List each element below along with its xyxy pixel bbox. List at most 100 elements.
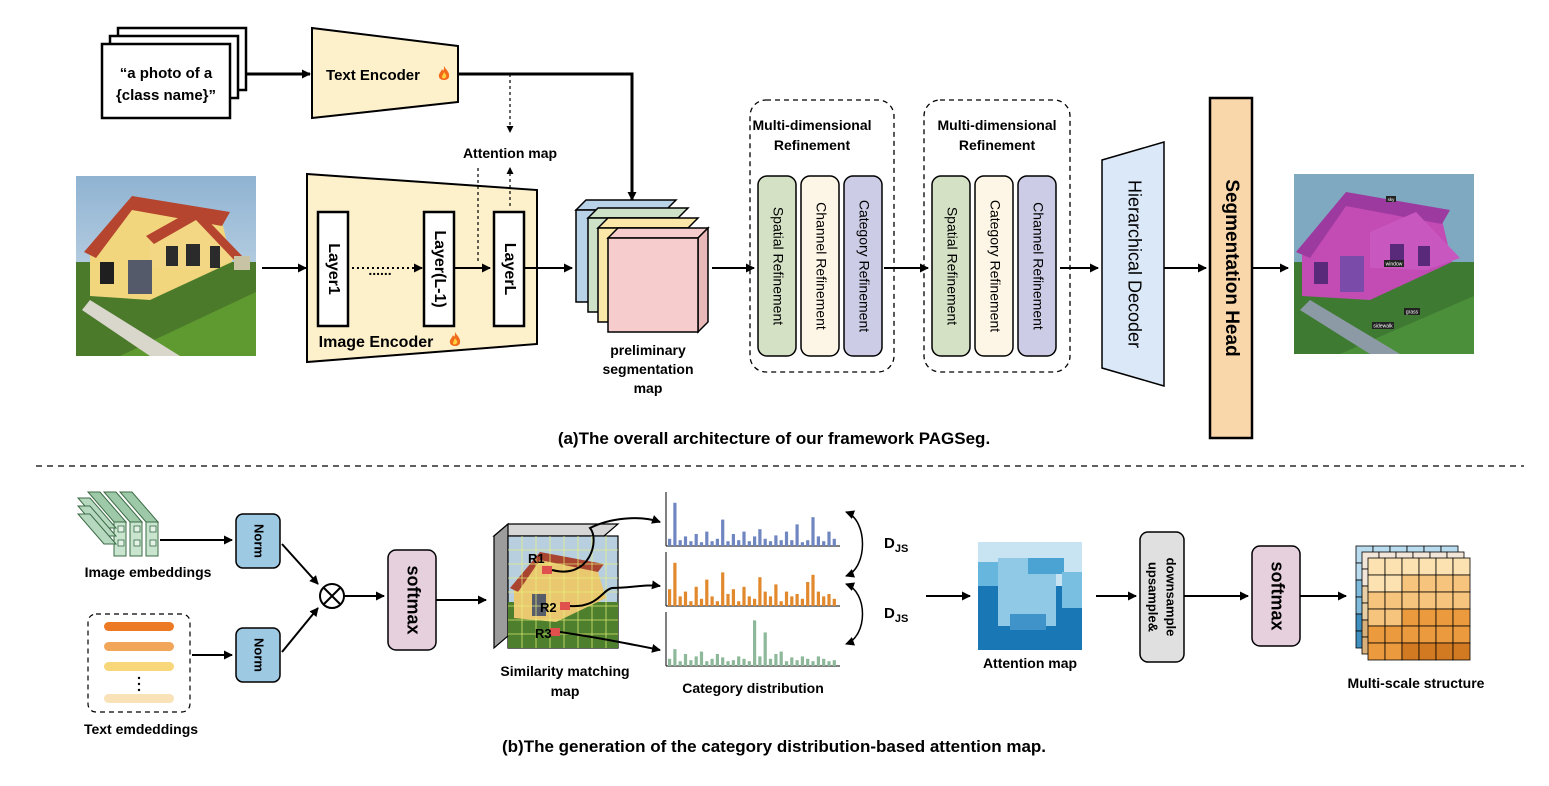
multi-scale-cell	[1452, 642, 1471, 661]
histogram-bar	[816, 536, 820, 546]
multi-scale-cell	[1418, 625, 1437, 644]
multi-scale-cell	[1418, 557, 1437, 576]
histogram-bar	[694, 534, 698, 546]
text-embeddings-label: Text emdeddings	[84, 721, 198, 737]
histogram-bar	[795, 594, 799, 606]
refinement2-category-box	[974, 175, 1014, 357]
image-embeddings-stack	[76, 491, 160, 557]
text-embeddings-box	[87, 613, 191, 713]
histogram-bar	[683, 591, 688, 606]
histogram-bar	[726, 594, 730, 606]
histogram-bar	[774, 535, 778, 546]
histogram-bar	[790, 540, 794, 546]
text-encoder: Text Encoder	[311, 26, 459, 120]
histogram-bar	[673, 562, 677, 606]
djs-label-2-d: D	[884, 605, 895, 622]
histogram-bar	[753, 598, 757, 606]
refinement2-channel-box	[1017, 175, 1057, 357]
softmax-label-2: softmax	[1267, 561, 1287, 630]
similarity-matching-map	[492, 522, 620, 650]
preliminary-label-line2: segmentation	[602, 361, 693, 377]
similarity-label-line1: Similarity matching	[500, 663, 629, 679]
histogram-bar	[832, 598, 836, 606]
text-encoder-label: Text Encoder	[326, 67, 420, 84]
histogram-bar	[673, 502, 677, 546]
histogram-bar	[737, 540, 741, 546]
histogram-bar	[731, 589, 735, 606]
histogram-bar	[811, 661, 815, 666]
multi-scale-cell	[1384, 625, 1403, 644]
histogram-bar	[774, 584, 778, 606]
histogram-bar	[747, 661, 751, 666]
histogram-bar	[726, 661, 730, 666]
multi-scale-cell	[1384, 574, 1403, 593]
histogram-bar	[795, 660, 799, 666]
preliminary-segmentation-map	[574, 199, 710, 334]
histogram-bar	[779, 540, 783, 546]
histogram-bar	[699, 651, 704, 666]
multi-scale-cell	[1418, 591, 1437, 610]
layer-1-box	[316, 210, 350, 328]
histogram-bar	[715, 538, 719, 546]
djs-label-1-sub: JS	[895, 543, 908, 555]
multi-scale-cell	[1435, 591, 1454, 610]
histogram-bar	[827, 661, 831, 666]
histogram-bar	[678, 596, 682, 606]
refinement2-title-line2: Refinement	[959, 137, 1036, 153]
refinement1-spatial-label: Spatial Refinement	[770, 207, 786, 325]
histogram-bar	[715, 601, 719, 606]
multi-scale-cell	[1384, 608, 1403, 627]
histogram-bar	[737, 601, 741, 606]
softmax-label-1: softmax	[403, 565, 423, 634]
histogram-bar	[827, 594, 831, 606]
multi-scale-cell	[1401, 642, 1420, 661]
image-embeddings-label: Image embeddings	[85, 564, 212, 580]
layer-ellipsis: ......	[368, 262, 391, 278]
caption-a: (a)The overall architecture of our frame…	[558, 429, 990, 448]
histogram-bar	[694, 656, 698, 666]
hierarchical-decoder-label: Hierarchical Decoder	[1124, 180, 1144, 348]
histogram-bar	[694, 586, 698, 606]
histogram-bar	[800, 598, 804, 606]
hierarchical-decoder: Hierarchical Decoder	[1101, 141, 1165, 387]
histogram-bar	[678, 540, 682, 546]
layer-l-label: LayerL	[501, 243, 518, 296]
multi-scale-cell	[1367, 608, 1386, 627]
multi-scale-cell	[1435, 574, 1454, 593]
multi-scale-structure	[1355, 545, 1471, 661]
multi-scale-cell	[1401, 591, 1420, 610]
multi-scale-cell	[1452, 625, 1471, 644]
text-prompt-stack: “a photo of a {class name}”	[100, 26, 248, 120]
histogram-bar	[800, 542, 804, 546]
histogram-bar	[832, 538, 836, 546]
fire-icon	[449, 332, 461, 346]
seg-label-grass: grass	[1406, 310, 1419, 316]
multi-scale-cell	[1384, 591, 1403, 610]
layer-l-minus-1-label: Layer(L-1)	[431, 230, 448, 307]
r3-to-hist3-arrow	[559, 631, 661, 653]
category-histogram-2	[665, 552, 840, 607]
histogram-bar	[721, 519, 725, 546]
histogram-bar	[689, 601, 693, 606]
norm-label-2: Norm	[252, 638, 267, 672]
histogram-bar	[784, 531, 789, 546]
histogram-bar	[790, 657, 794, 666]
histogram-bar	[790, 596, 794, 606]
histogram-bar	[710, 596, 714, 606]
multi-scale-cell	[1367, 625, 1386, 644]
djs-label-2: DJS	[884, 605, 908, 625]
refinement-block-1: Multi-dimensional Refinement Spatial Ref…	[749, 99, 895, 373]
refinement1-spatial-box	[757, 175, 797, 357]
histogram-bar	[753, 536, 757, 546]
multi-scale-cell	[1401, 557, 1420, 576]
multi-scale-cell	[1452, 557, 1471, 576]
seg-label-window: window	[1386, 262, 1403, 268]
histogram-bar	[779, 651, 783, 666]
djs-arc-1	[845, 510, 864, 578]
region-label-r1: R1	[528, 551, 545, 566]
histogram-bar	[715, 654, 719, 666]
histogram-bar	[768, 541, 773, 546]
text-prompt-line1: “a photo of a	[120, 65, 213, 82]
histogram-bar	[763, 538, 767, 546]
